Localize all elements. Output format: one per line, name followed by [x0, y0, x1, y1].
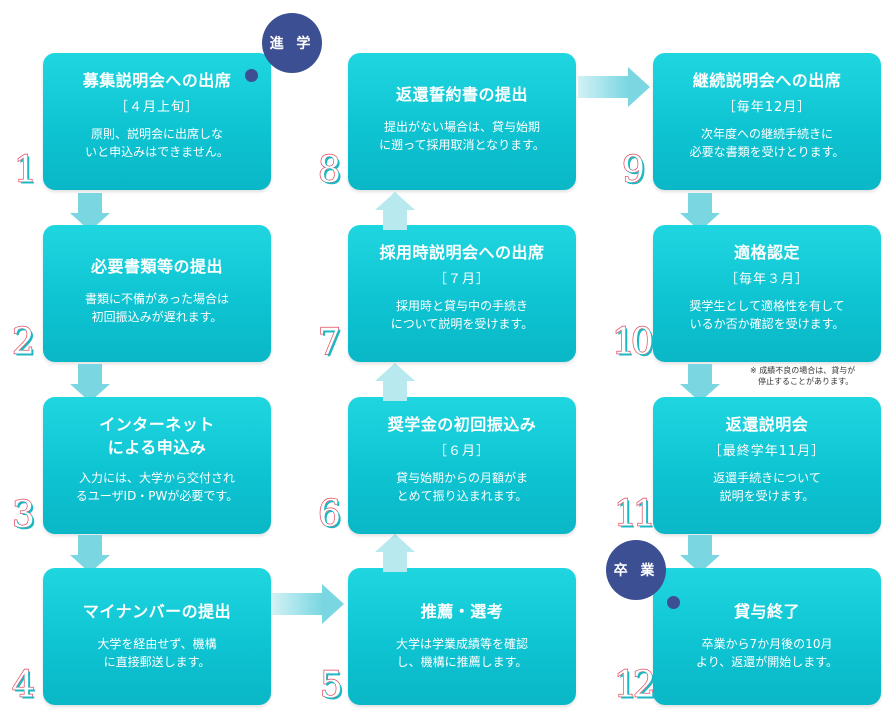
step-8-box: 返還誓約書の提出 提出がない場合は、貸与始期 に遡って採用取消となります。: [348, 53, 576, 190]
step-title: 採用時説明会への出席: [379, 243, 545, 262]
arrow-7-8: [375, 192, 415, 230]
step-desc: 次年度への継続手続きに 必要な書類を受けとります。: [689, 127, 845, 159]
step-10-box: 適格認定 ［毎年３月］ 奨学生として適格性を有して いるか否か確認を受けます。: [653, 225, 881, 362]
step-desc: 貸与始期からの月額がま とめて振り込まれます。: [395, 471, 528, 503]
enrollment-badge: 進 学: [262, 13, 322, 73]
step-title: マイナンバーの提出: [82, 602, 232, 621]
step-desc: 採用時と貸与中の手続き について説明を受けます。: [390, 299, 534, 331]
step-number-8: 8: [317, 150, 341, 191]
step-desc: 入力には、大学から交付され るユーザID・PWが必要です。: [75, 471, 239, 503]
step-6-box: 奨学金の初回振込み ［６月］ 貸与始期からの月額がま とめて振り込まれます。: [348, 397, 576, 534]
step-9-box: 継続説明会への出席 ［毎年12月］ 次年度への継続手続きに 必要な書類を受けとり…: [653, 53, 881, 190]
arrow-5-6: [375, 534, 415, 572]
step-7-box: 採用時説明会への出席 ［７月］ 採用時と貸与中の手続き について説明を受けます。: [348, 225, 576, 362]
graduation-badge: 卒 業: [606, 540, 666, 600]
step-number-11: 11: [613, 494, 656, 535]
step-number-4: 4: [11, 665, 35, 706]
arrow-8-9: [578, 67, 650, 107]
step-4-box: マイナンバーの提出 大学を経由せず、機構 に直接郵送します。: [43, 568, 271, 705]
step-number-7: 7: [317, 322, 341, 363]
step-desc: 提出がない場合は、貸与始期 に遡って採用取消となります。: [379, 120, 545, 152]
step-title: 貸与終了: [733, 602, 800, 621]
step-desc: 書類に不備があった場合は 初回振込みが遅れます。: [84, 292, 229, 324]
arrow-4-5: [272, 584, 344, 624]
step-title: 募集説明会への出席: [82, 71, 232, 90]
step-title: 推薦・選考: [420, 602, 504, 621]
step-number-5: 5: [319, 665, 343, 706]
step-5-box: 推薦・選考 大学は学業成績等を確認 し、機構に推薦します。: [348, 568, 576, 705]
grade-warning-note: ※ 成績不良の場合は、貸与が 停止することがあります。: [750, 366, 856, 386]
step-number-10: 10: [611, 322, 654, 363]
step-title: 適格認定: [733, 243, 800, 262]
step-title: 奨学金の初回振込み: [387, 415, 537, 434]
step-period: ［７月］: [433, 272, 490, 287]
step-number-3: 3: [11, 495, 35, 536]
step-title: インターネット による申込み: [99, 415, 215, 457]
step-desc: 卒業から7か月後の10月 より、返還が開始します。: [695, 637, 839, 669]
step-1-box: 募集説明会への出席 ［４月上旬］ 原則、説明会に出席しな いと申込みはできません…: [43, 53, 271, 190]
step-title: 継続説明会への出席: [692, 71, 842, 90]
step-period: ［最終学年11月］: [708, 444, 826, 459]
step-number-12: 12: [613, 665, 656, 706]
enrollment-badge-dot: [245, 69, 258, 82]
step-title: 必要書類等の提出: [90, 257, 223, 276]
step-period: ［毎年３月］: [724, 272, 809, 287]
step-3-box: インターネット による申込み 入力には、大学から交付され るユーザID・PWが必…: [43, 397, 271, 534]
step-11-box: 返還説明会 ［最終学年11月］ 返還手続きについて 説明を受けます。: [653, 397, 881, 534]
graduation-badge-dot: [667, 596, 680, 609]
step-desc: 原則、説明会に出席しな いと申込みはできません。: [85, 127, 229, 159]
step-number-6: 6: [317, 494, 341, 535]
arrow-6-7: [375, 363, 415, 401]
step-desc: 大学を経由せず、機構 に直接郵送します。: [97, 637, 217, 669]
step-number-9: 9: [621, 150, 645, 191]
step-2-box: 必要書類等の提出 書類に不備があった場合は 初回振込みが遅れます。: [43, 225, 271, 362]
step-title: 返還誓約書の提出: [395, 85, 528, 104]
step-12-box: 貸与終了 卒業から7か月後の10月 より、返還が開始します。: [653, 568, 881, 705]
step-desc: 返還手続きについて 説明を受けます。: [713, 471, 821, 503]
step-period: ［毎年12月］: [722, 100, 812, 115]
step-period: ［４月上旬］: [114, 100, 199, 115]
step-desc: 奨学生として適格性を有して いるか否か確認を受けます。: [689, 299, 845, 331]
step-desc: 大学は学業成績等を確認 し、機構に推薦します。: [395, 637, 528, 669]
step-number-2: 2: [11, 322, 35, 363]
step-title: 返還説明会: [725, 415, 809, 434]
step-number-1: 1: [13, 150, 37, 191]
step-period: ［６月］: [433, 444, 490, 459]
